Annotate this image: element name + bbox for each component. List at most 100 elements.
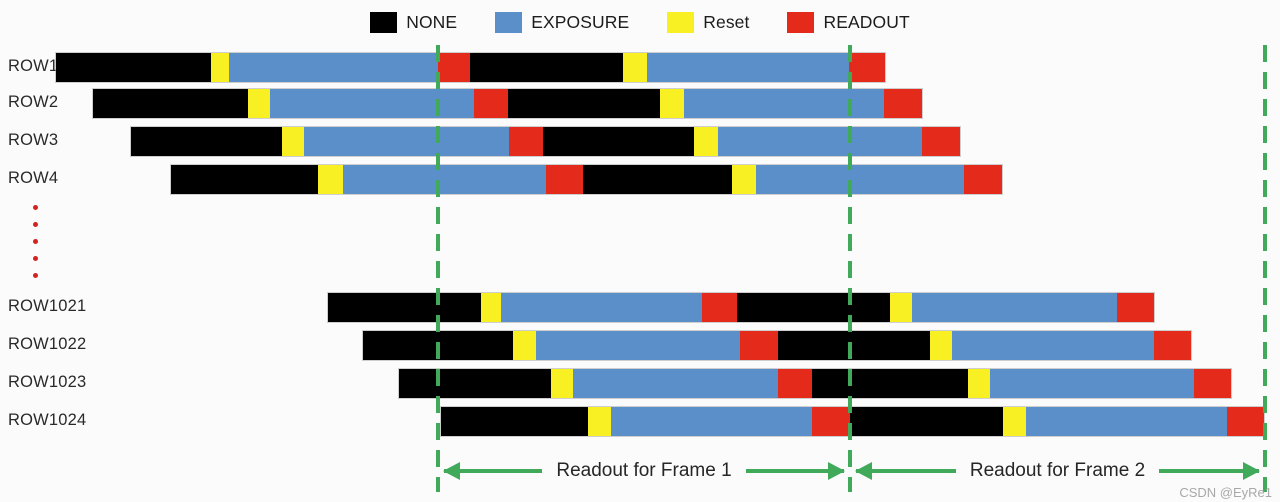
legend-label: Reset [703,11,750,32]
annotation-frame-2: Readout for Frame 2 [856,454,1259,488]
segment-none [508,89,660,118]
segment-reset [587,407,611,436]
annotation-frame-1: Readout for Frame 1 [444,454,844,488]
legend-item-readout: READOUT [787,11,910,33]
segment-none [850,407,1003,436]
annotation-label: Readout for Frame 2 [969,460,1146,481]
timeline-bar-row1023 [398,368,1232,399]
segment-exposure [303,127,510,156]
segment-reset [550,369,573,398]
legend-label: READOUT [823,11,910,32]
segment-none [399,369,551,398]
segment-none [543,127,694,156]
segment-reset [929,331,952,360]
segment-exposure [755,165,965,194]
segment-readout [1194,369,1231,398]
legend-item-exposure: EXPOSURE [495,11,630,33]
segment-reset [622,53,647,82]
segment-none [328,293,481,322]
segment-exposure [646,53,850,82]
segment-none [441,407,588,436]
segment-exposure [911,293,1118,322]
ellipsis-dot [33,222,38,227]
segment-none [583,165,732,194]
timeline-bar-row1021 [327,292,1155,323]
annotation-label: Readout for Frame 1 [556,460,732,481]
ellipsis-dot [33,205,38,210]
segment-readout [922,127,960,156]
segment-exposure [500,293,703,322]
segment-exposure [683,89,885,118]
marker-line-frame-2-readout-end [1263,45,1267,492]
segment-readout [474,89,508,118]
segment-reset [480,293,501,322]
segment-reset [210,53,229,82]
row-label-row4: ROW4 [8,169,59,187]
blue-square-icon [495,11,523,33]
arrow-left-icon [444,469,543,473]
segment-exposure [342,165,547,194]
timeline-bar-row4 [170,164,1003,195]
segment-readout [438,53,470,82]
watermark: CSDN @EyRe1 [1179,485,1272,500]
row-label-row1024: ROW1024 [8,411,87,429]
segment-reset [247,89,270,118]
segment-reset [317,165,343,194]
segment-readout [778,369,813,398]
ellipsis-dot [33,273,38,278]
segment-exposure [951,331,1155,360]
segment-reset [281,127,304,156]
segment-none [777,331,930,360]
segment-none [93,89,248,118]
timeline-bar-row3 [130,126,961,157]
segment-reset [659,89,684,118]
legend-label: NONE [406,11,458,32]
segment-readout [740,331,778,360]
legend-item-reset: Reset [667,11,750,33]
segment-readout [546,165,583,194]
segment-reset [889,293,912,322]
ellipsis-dot [33,256,38,261]
segment-reset [731,165,756,194]
segment-readout [509,127,544,156]
segment-reset [967,369,990,398]
segment-readout [964,165,1002,194]
segment-exposure [572,369,779,398]
row-label-row1023: ROW1023 [8,373,87,391]
segment-exposure [535,331,741,360]
segment-exposure [269,89,475,118]
arrow-left-icon [856,469,956,473]
red-square-icon [787,11,815,33]
row-label-row1021: ROW1021 [8,297,87,315]
segment-exposure [228,53,439,82]
segment-readout [849,53,885,82]
legend: NONE EXPOSURE Reset READOUT [0,6,1280,38]
legend-item-none: NONE [370,11,458,33]
segment-exposure [610,407,813,436]
segment-none [131,127,282,156]
timeline-bar-row2 [92,88,923,119]
row-label-row1022: ROW1022 [8,335,87,353]
ellipsis-dot [33,239,38,244]
segment-exposure [717,127,923,156]
segment-readout [702,293,738,322]
segment-none [812,369,968,398]
yellow-square-icon [667,11,695,33]
timeline-bar-row1 [55,52,886,83]
marker-line-frame-1-readout-start [436,45,440,492]
segment-readout [812,407,850,436]
segment-readout [1227,407,1264,436]
arrow-right-icon [745,469,844,473]
segment-readout [884,89,922,118]
arrow-right-icon [1159,469,1259,473]
segment-reset [693,127,718,156]
legend-label: EXPOSURE [531,11,630,32]
segment-reset [1002,407,1026,436]
timeline-bar-row1022 [362,330,1192,361]
segment-readout [1154,331,1191,360]
row-label-row2: ROW2 [8,93,59,111]
segment-exposure [989,369,1195,398]
black-square-icon [370,11,398,33]
segment-reset [512,331,536,360]
marker-line-frame-1-readout-end [848,45,852,492]
